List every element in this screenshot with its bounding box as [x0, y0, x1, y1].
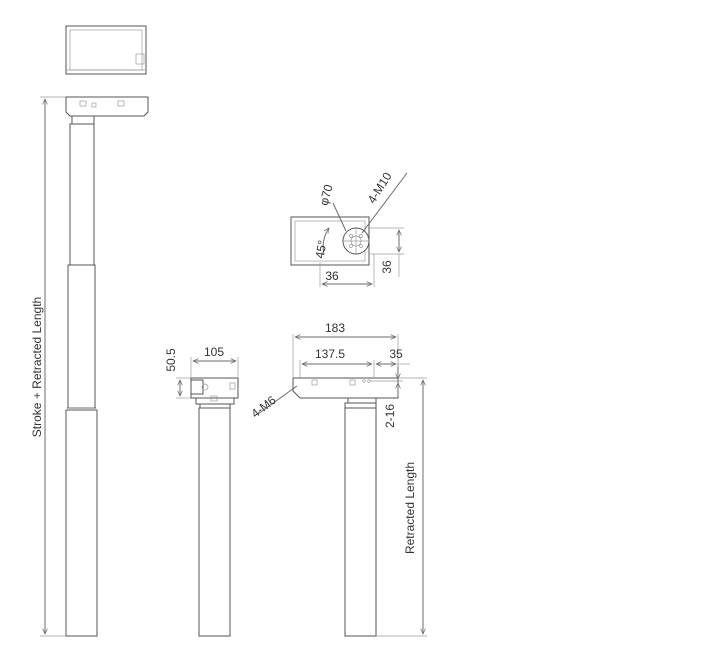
stroke-plus-retracted-dimension: Stroke + Retracted Length [30, 96, 66, 637]
m10-label: 4-M10 [365, 169, 395, 206]
dim-36-h-label: 36 [325, 269, 339, 283]
dimension-36-horizontal: 36 [319, 254, 375, 287]
leader-4-m6: 4-M6 [248, 385, 298, 421]
stroke-plus-retracted-label: Stroke + Retracted Length [30, 297, 44, 437]
dimension-35: 35 [376, 347, 410, 364]
dimension-2-16: 2-16 [370, 366, 403, 428]
side-view-column [190, 377, 239, 637]
dimension-105: 105 [190, 345, 239, 378]
dim-2-16-label: 2-16 [383, 404, 397, 428]
dim-137-5-label: 137.5 [315, 347, 345, 361]
dimension-137-5: 137.5 [299, 347, 375, 378]
angle-45-label: 45° [313, 239, 330, 259]
front-view-column [292, 377, 399, 637]
mounting-plate-view [290, 216, 370, 266]
dim-50-5-label: 50.5 [164, 348, 178, 372]
extended-column [65, 96, 149, 637]
dim-35-label: 35 [389, 347, 403, 361]
retracted-length-dimension: Retracted Length [376, 377, 427, 637]
dimension-36-vertical: 36 [368, 227, 404, 277]
dimension-183: 183 [292, 321, 399, 378]
dimension-phi70: φ70 [317, 183, 347, 232]
m6-label: 4-M6 [248, 393, 278, 421]
dim-105-label: 105 [204, 345, 224, 359]
dim-183-label: 183 [325, 321, 345, 335]
leader-4-m10: 4-M10 [361, 169, 408, 234]
top-plan-view [65, 25, 147, 75]
retracted-length-label: Retracted Length [403, 462, 417, 554]
dimension-45-degrees: 45° [313, 228, 330, 259]
dim-36-v-label: 36 [380, 260, 394, 274]
phi70-label: φ70 [317, 183, 336, 207]
dimension-50-5: 50.5 [164, 348, 191, 399]
